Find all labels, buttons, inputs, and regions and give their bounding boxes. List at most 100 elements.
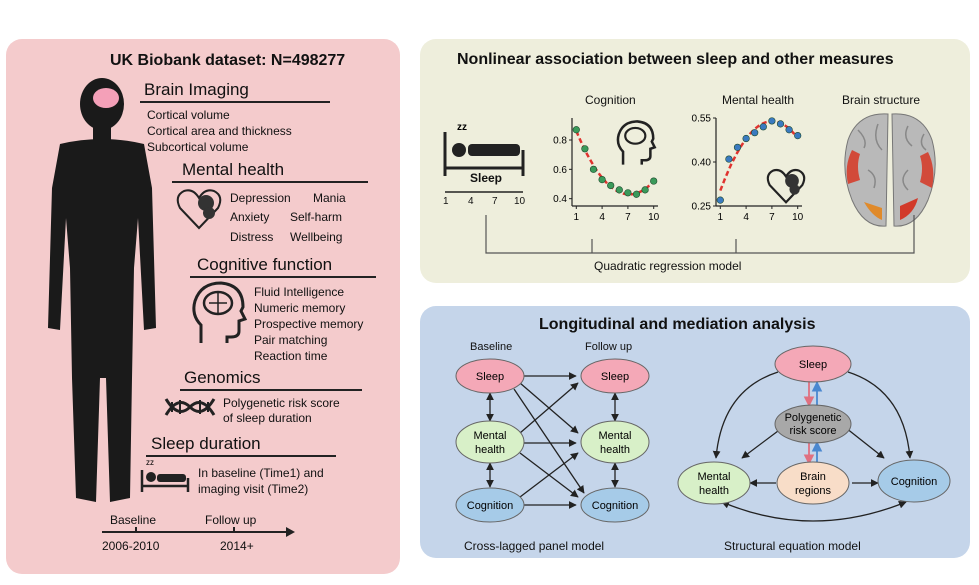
timeline-baseline-label: Baseline (110, 513, 157, 527)
followup-column-label: Follow up (585, 341, 633, 353)
node-label: Mental (598, 430, 631, 442)
longitudinal-title: Longitudinal and mediation analysis (539, 316, 816, 333)
list-item: In baseline (Time1) and (198, 466, 324, 480)
data-point (589, 165, 598, 173)
list-item: Cortical area and thickness (147, 124, 292, 138)
node-label: Mental (473, 430, 506, 442)
sleep-tick: 4 (468, 196, 474, 207)
data-point (751, 129, 759, 137)
svg-text:zz: zz (457, 122, 467, 133)
sleep-bed-icon: zz (443, 122, 525, 193)
node-label: Polygenetic (785, 412, 842, 424)
mental-health-heading: Mental health (182, 160, 285, 179)
data-point (607, 181, 615, 190)
list-item: Depression (230, 191, 291, 205)
node-label: Cognition (467, 500, 513, 512)
timeline-followup-label: Follow up (205, 513, 257, 527)
data-point (624, 189, 632, 197)
list-item: Fluid Intelligence (254, 285, 345, 299)
list-item: Subcortical volume (147, 140, 249, 154)
data-point (598, 175, 606, 184)
y-tick-label: 0.55 (692, 114, 712, 125)
data-point (768, 117, 776, 125)
brain-structure-image (844, 113, 936, 227)
data-point (725, 155, 733, 163)
cross-lagged-diagram: Sleep Sleep Mental health Mental health … (455, 358, 650, 523)
dna-icon (164, 398, 216, 416)
list-item: of sleep duration (223, 411, 312, 425)
sem-label: Structural equation model (724, 539, 861, 553)
head-brain-icon (616, 120, 657, 165)
divider (172, 181, 368, 183)
list-item: Wellbeing (290, 230, 343, 244)
node-cognition (877, 459, 951, 503)
list-item: Numeric memory (254, 301, 346, 315)
data-point (733, 143, 742, 151)
data-point (776, 120, 785, 128)
timeline-followup-years: 2014+ (220, 539, 254, 553)
data-point (615, 186, 623, 194)
list-item: Mania (313, 191, 346, 205)
node-mental-baseline (455, 420, 525, 464)
x-tick-label: 1 (574, 212, 580, 223)
brain-structure-title: Brain structure (842, 93, 921, 107)
sem-diagram: Sleep Polygenetic risk score Mental heal… (677, 345, 951, 522)
list-item: Self-harm (290, 210, 343, 224)
head-brain-icon (192, 281, 248, 343)
node-sleep-baseline (455, 358, 525, 394)
cognitive-function-heading: Cognitive function (197, 255, 333, 274)
cognition-chart-title: Cognition (585, 93, 636, 107)
data-point (759, 123, 767, 131)
mental-health-chart-title: Mental health (722, 93, 795, 107)
dataset-title: UK Biobank dataset: N=498277 (110, 52, 346, 69)
list-item: imaging visit (Time2) (198, 482, 309, 496)
node-sleep (774, 345, 852, 383)
data-point (650, 177, 658, 185)
divider (140, 101, 330, 103)
divider (146, 455, 336, 457)
list-item: Reaction time (254, 349, 328, 363)
data-point (794, 132, 802, 140)
human-silhouette-icon (48, 78, 156, 502)
node-label: Cognition (891, 476, 937, 488)
data-point (572, 126, 580, 134)
y-tick-label: 0.4 (553, 194, 567, 205)
node-label: Brain (800, 471, 826, 483)
divider (180, 389, 362, 391)
sleep-tick: 1 (443, 196, 449, 207)
node-cognition-followup (580, 487, 650, 523)
baseline-column-label: Baseline (470, 341, 513, 353)
timeline-arrow (102, 527, 295, 537)
bed-icon: zz (140, 458, 190, 492)
nonlinear-title: Nonlinear association between sleep and … (457, 51, 894, 68)
data-point (785, 126, 793, 134)
x-tick-label: 4 (599, 212, 605, 223)
data-point (716, 196, 724, 204)
x-tick-label: 7 (625, 212, 631, 223)
node-label: risk score (789, 425, 836, 437)
list-item: Distress (230, 230, 274, 244)
svg-text:zz: zz (146, 458, 154, 467)
node-label: health (699, 485, 729, 497)
node-brain-regions (776, 461, 850, 505)
list-item: Prospective memory (254, 317, 364, 331)
node-mental-health (677, 461, 751, 505)
list-item: Pair matching (254, 333, 328, 347)
x-tick-label: 10 (648, 212, 660, 223)
node-label: health (475, 444, 505, 456)
sleep-tick: 7 (492, 196, 498, 207)
y-tick-label: 0.40 (692, 158, 712, 169)
heart-brain-icon (766, 168, 806, 204)
data-point (632, 190, 641, 198)
x-tick-label: 10 (792, 212, 804, 223)
brain-imaging-heading: Brain Imaging (144, 80, 249, 99)
sleep-duration-heading: Sleep duration (151, 434, 261, 453)
y-tick-label: 0.6 (553, 165, 567, 176)
node-label: Sleep (601, 371, 629, 383)
node-sleep-followup (580, 358, 650, 394)
list-item: Cortical volume (147, 108, 230, 122)
node-cognition-baseline (455, 487, 525, 523)
sleep-label: Sleep (470, 171, 503, 185)
